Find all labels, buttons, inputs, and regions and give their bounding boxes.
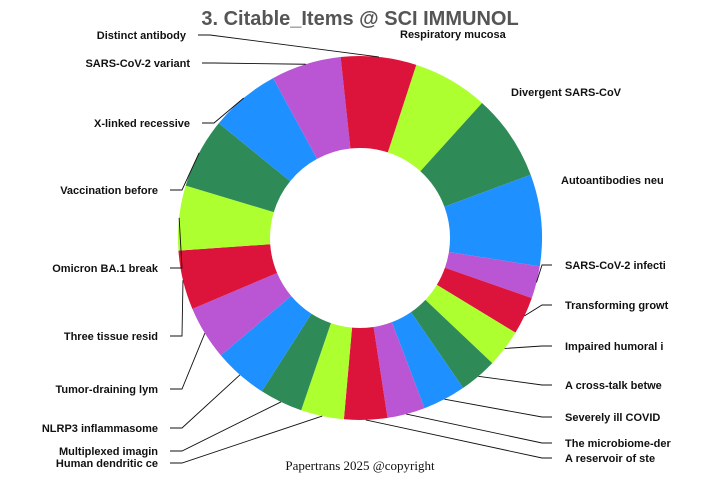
donut-slice — [444, 174, 543, 267]
donut-slices — [178, 55, 543, 420]
leader-line — [202, 97, 245, 124]
donut-slice — [340, 55, 417, 153]
donut-slice — [192, 273, 292, 356]
donut-slice — [273, 57, 351, 159]
slice-label: Vaccination before — [60, 185, 158, 197]
slice-label: X-linked recessive — [94, 118, 190, 130]
leader-line — [170, 374, 241, 429]
leader-lines — [170, 34, 552, 464]
leader-line — [170, 152, 200, 191]
leader-line — [524, 304, 552, 317]
donut-slice — [391, 312, 464, 409]
donut-slice — [301, 323, 353, 420]
donut-slice — [178, 244, 278, 309]
leader-line — [170, 415, 323, 464]
donut-slice — [436, 267, 532, 333]
leader-line — [444, 398, 552, 418]
slice-label: Omicron BA.1 break — [52, 263, 159, 275]
leader-line — [478, 375, 552, 386]
leader-line — [170, 332, 206, 390]
leader-line — [198, 34, 379, 58]
slice-label: A cross-talk betwe — [565, 380, 662, 392]
leader-line — [536, 264, 552, 283]
slice-label: The microbiome-der — [565, 438, 671, 450]
slice-label: NLRP3 inflammasome — [42, 423, 158, 435]
leader-line — [365, 419, 552, 459]
slice-label: A reservoir of ste — [565, 453, 655, 465]
leader-line — [170, 217, 183, 269]
slice-label: Distinct antibody — [97, 30, 187, 42]
slice-label: Severely ill COVID — [565, 412, 660, 424]
copyright-footer: Papertrans 2025 @copyright — [285, 458, 435, 473]
slice-label: Transforming growt — [565, 300, 669, 312]
donut-slice — [420, 102, 531, 207]
leader-line — [504, 345, 552, 349]
chart-title: 3. Citable_Items @ SCI IMMUNOL — [201, 8, 518, 30]
donut-slice — [444, 252, 540, 299]
slice-label: Autoantibodies neu — [561, 175, 664, 187]
donut-slice — [411, 299, 493, 388]
slice-label: Three tissue resid — [64, 331, 158, 343]
slice-label: Impaired humoral i — [565, 341, 663, 353]
slice-label: Tumor-draining lym — [56, 384, 159, 396]
leader-line — [170, 401, 282, 452]
donut-slice — [373, 322, 425, 418]
leader-line — [170, 280, 184, 337]
donut-slice — [185, 123, 291, 213]
donut-slice — [425, 284, 516, 364]
donut-slice — [387, 64, 483, 172]
donut-slice — [220, 296, 312, 392]
donut-slice — [178, 185, 274, 251]
slice-label: Respiratory mucosa — [400, 29, 507, 41]
slice-label: Multiplexed imagin — [59, 446, 158, 458]
donut-slice — [343, 326, 388, 420]
donut-slice — [218, 78, 318, 182]
slice-label: SARS-CoV-2 infecti — [565, 260, 666, 272]
slice-label: SARS-CoV-2 variant — [85, 58, 190, 70]
leader-line — [202, 62, 306, 65]
donut-slice — [261, 313, 331, 411]
slice-label: Human dendritic ce — [56, 458, 158, 470]
slice-label: Divergent SARS-CoV — [511, 87, 622, 99]
leader-line — [406, 413, 552, 444]
